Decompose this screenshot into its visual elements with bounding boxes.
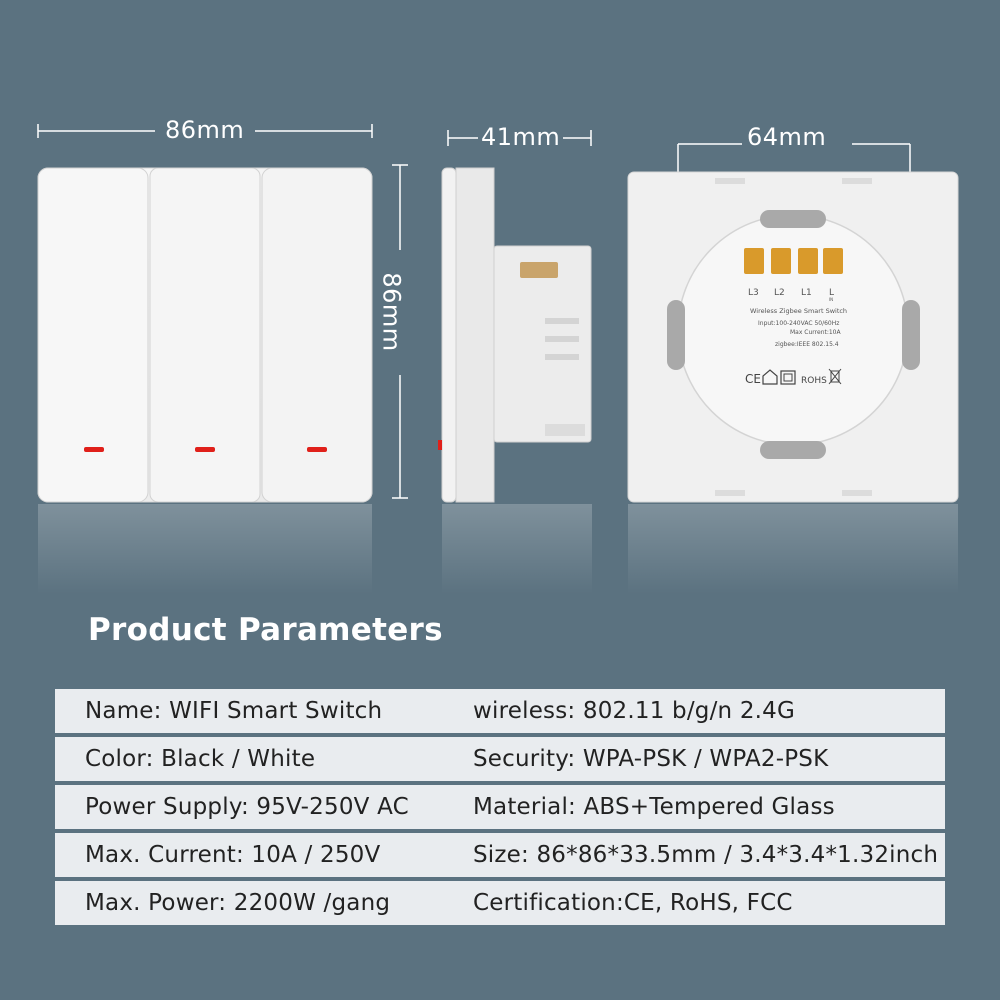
- param-max-current: Max. Current: 10A / 250V: [85, 842, 381, 868]
- param-max-power: Max. Power: 2200W /gang: [85, 890, 391, 916]
- terminal-l2: L2: [774, 288, 785, 298]
- indoor-use-icon: [762, 369, 778, 385]
- double-insulation-icon: [780, 370, 796, 385]
- front-width-label: 86mm: [165, 116, 245, 144]
- back-view: L3 L2 L1 L IN Wireless Zigbee Smart Swit…: [627, 143, 959, 594]
- back-span-label: 64mm: [747, 123, 827, 151]
- param-name: Name: WIFI Smart Switch: [85, 698, 383, 724]
- table-row: Color: Black / White Security: WPA-PSK /…: [55, 737, 945, 781]
- indicator-led-3: [307, 447, 327, 452]
- side-depth-label: 41mm: [481, 123, 561, 151]
- side-view: [438, 130, 592, 594]
- param-color: Color: Black / White: [85, 746, 316, 772]
- label-protocol: zigbee:IEEE 802.15.4: [775, 341, 839, 348]
- table-row: Max. Power: 2200W /gang Certification:CE…: [55, 881, 945, 925]
- label-current: Max Current:10A: [790, 329, 842, 336]
- product-illustration: L3 L2 L1 L IN Wireless Zigbee Smart Swit…: [37, 116, 959, 594]
- ce-mark: CE: [745, 372, 761, 386]
- param-certification: Certification:CE, RoHS, FCC: [473, 890, 793, 916]
- switch-views-svg: L3 L2 L1 L IN Wireless Zigbee Smart Swit…: [37, 124, 959, 594]
- param-security: Security: WPA-PSK / WPA2-PSK: [473, 746, 829, 772]
- weee-bin-icon: [828, 368, 842, 385]
- indicator-led-1: [84, 447, 104, 452]
- label-product-line: Wireless Zigbee Smart Switch: [750, 307, 847, 315]
- front-view: [37, 124, 408, 594]
- front-height-label: 86mm: [377, 272, 406, 352]
- rohs-mark: ROHS: [801, 376, 827, 386]
- terminal-l: L: [829, 288, 834, 298]
- label-input: Input:100-240VAC 50/60Hz: [758, 320, 839, 327]
- param-material: Material: ABS+Tempered Glass: [473, 794, 835, 820]
- table-row: Max. Current: 10A / 250V Size: 86*86*33.…: [55, 833, 945, 877]
- terminal-in: IN: [829, 297, 833, 302]
- terminal-l1: L1: [801, 288, 812, 298]
- terminal-l3: L3: [748, 288, 759, 298]
- param-wireless: wireless: 802.11 b/g/n 2.4G: [473, 698, 796, 724]
- indicator-led-2: [195, 447, 215, 452]
- table-row: Power Supply: 95V-250V AC Material: ABS+…: [55, 785, 945, 829]
- param-size: Size: 86*86*33.5mm / 3.4*3.4*1.32inch: [473, 842, 939, 868]
- param-power-supply: Power Supply: 95V-250V AC: [85, 794, 409, 820]
- table-row: Name: WIFI Smart Switch wireless: 802.11…: [55, 689, 945, 733]
- parameters-table: Name: WIFI Smart Switch wireless: 802.11…: [55, 689, 945, 929]
- section-title: Product Parameters: [88, 612, 443, 648]
